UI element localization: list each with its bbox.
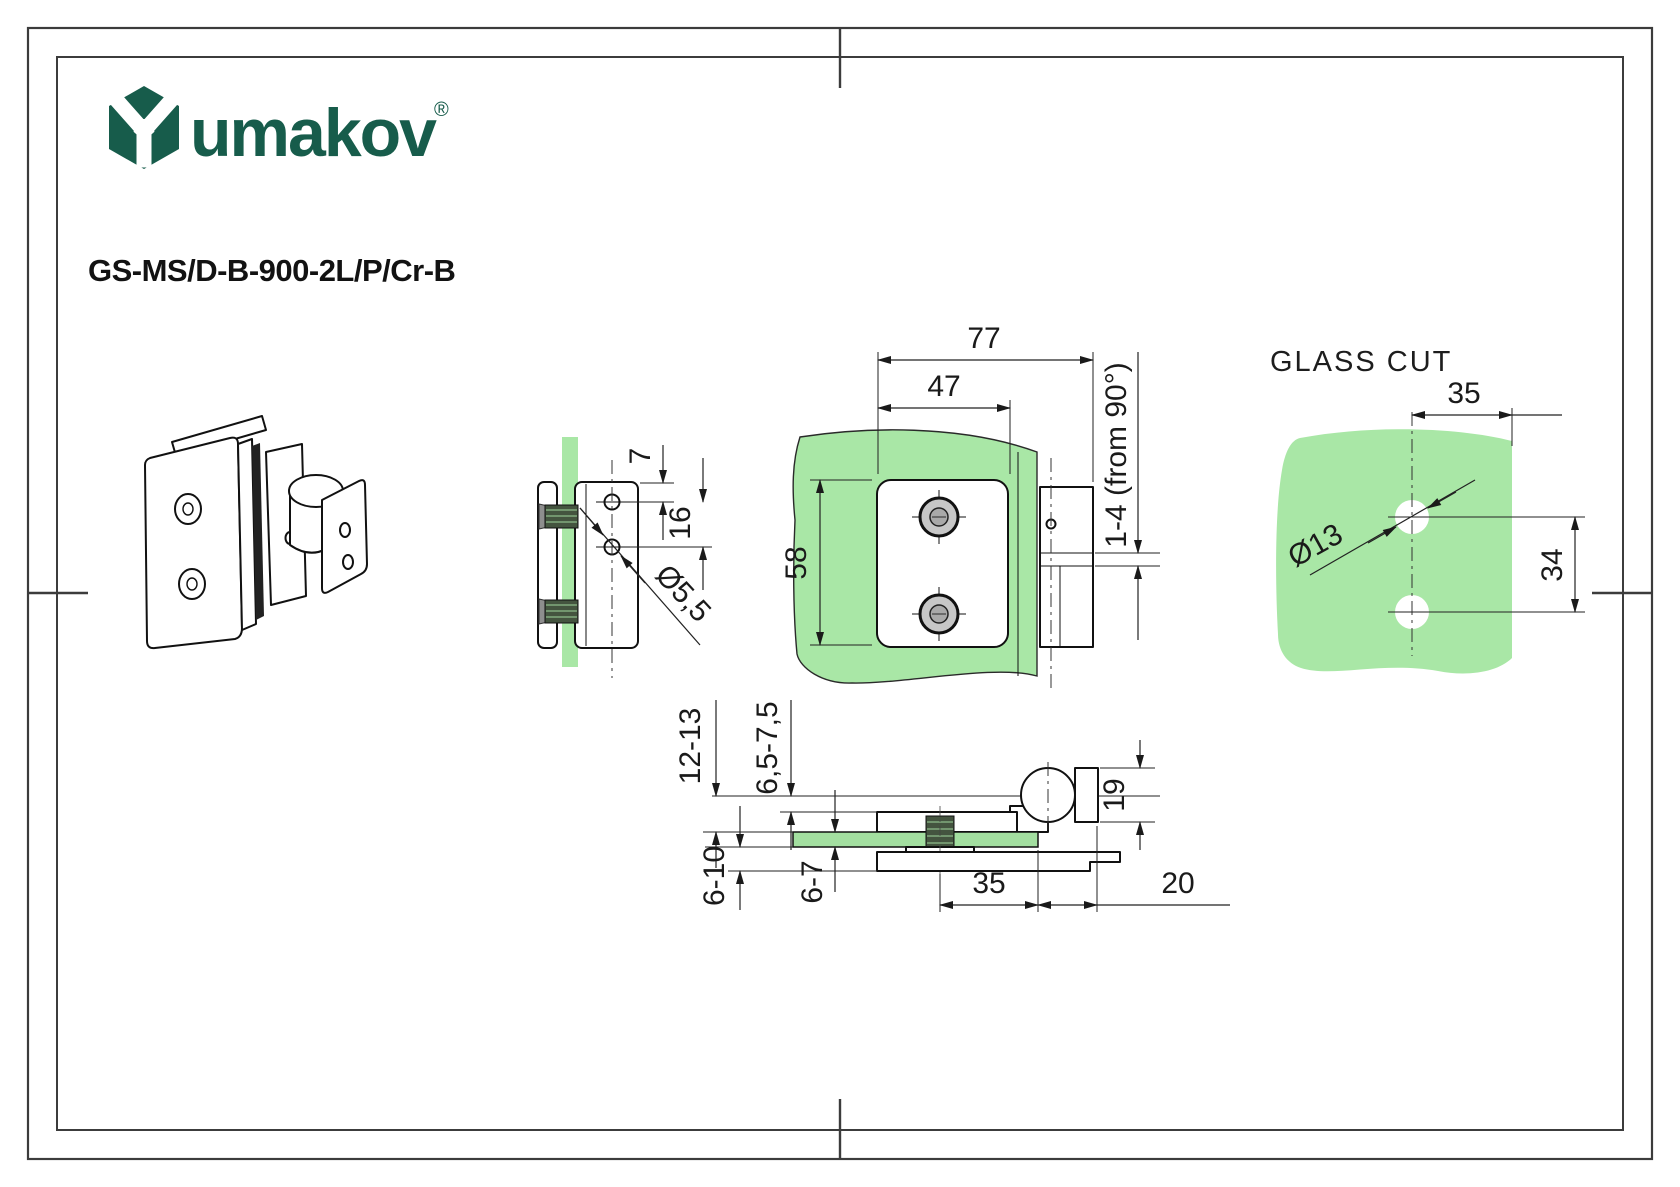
glass-edge-dark	[252, 443, 264, 620]
brand-wordmark: umakov	[190, 95, 437, 171]
dim-clamp-depth: 6-10	[698, 846, 731, 906]
glass-cut-view: GLASS CUT 35 Ø13 34	[1270, 346, 1585, 674]
dim-knuckle-diameter: 19	[1098, 778, 1131, 811]
side-view: 7 16 Ø5,5	[537, 437, 717, 678]
dim-hole-spacing: 16	[664, 506, 697, 539]
bottom-view-dimensions: 12-13 6,5-7,5 6-10 6-7 19 35 20	[674, 700, 1230, 912]
umakov-logo-icon	[109, 86, 179, 169]
dim-height: 58	[780, 546, 813, 579]
dim-screw-to-edge: 35	[972, 867, 1005, 900]
isometric-view	[144, 415, 368, 650]
side-screws	[538, 503, 579, 625]
dim-hole-diameter: Ø5,5	[649, 558, 717, 628]
glass-pane-section	[792, 831, 1039, 848]
dim-edge-to-pivot: 20	[1161, 867, 1194, 900]
dim-hole-edge: 7	[624, 448, 657, 465]
front-screw-top	[912, 490, 966, 544]
glass-cut-title: GLASS CUT	[1270, 346, 1452, 378]
dim-clamp-total: 12-13	[674, 708, 707, 785]
bottom-view: 12-13 6,5-7,5 6-10 6-7 19 35 20	[674, 700, 1230, 912]
front-view-dimensions: 77 47 58 1-4 (from 90°)	[780, 322, 1160, 646]
product-code: GS-MS/D-B-900-2L/P/Cr-B	[88, 253, 455, 288]
dim-plate-width: 47	[927, 370, 960, 403]
dim-hole-to-edge: 35	[1447, 377, 1480, 410]
dim-plate-offset: 6,5-7,5	[751, 701, 784, 794]
registered-mark: ®	[434, 99, 449, 121]
sheet-frame	[26, 26, 1654, 1161]
dim-adjustment: 1-4 (from 90°)	[1100, 362, 1133, 547]
glass-cut-dimensions: 35 Ø13 34	[1283, 377, 1579, 613]
front-view: 77 47 58 1-4 (from 90°)	[780, 322, 1160, 690]
centering-marks	[28, 28, 1652, 1159]
front-screw-bottom	[912, 587, 966, 641]
dim-hole-spacing-glass: 34	[1536, 548, 1569, 581]
isometric-screws	[174, 493, 206, 600]
dim-total-width: 77	[967, 322, 1000, 355]
umakov-logo: umakov ®	[109, 86, 449, 171]
dim-glass-thickness: 6-7	[796, 860, 829, 903]
wall-bracket	[1039, 458, 1094, 690]
